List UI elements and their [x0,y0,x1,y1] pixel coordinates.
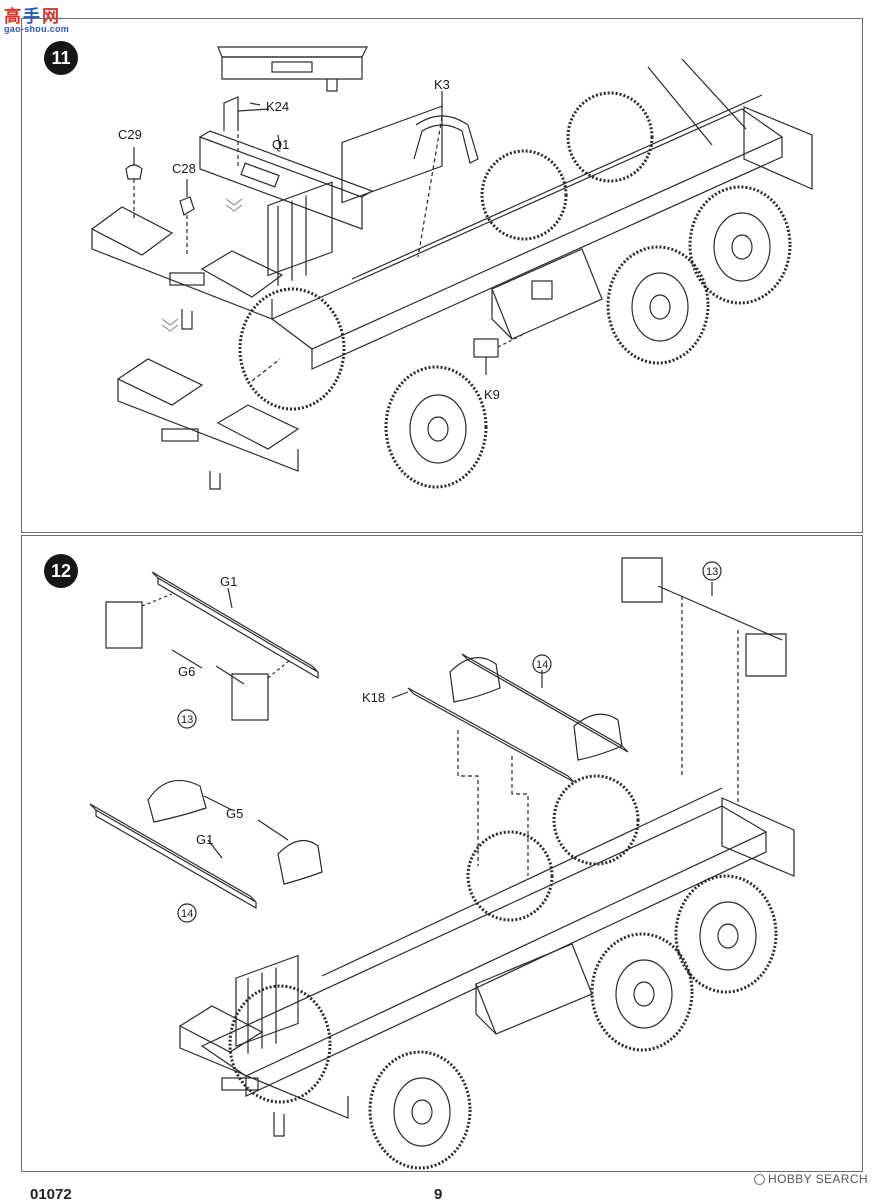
wheel-front-left [228,984,332,1104]
logo-url: gao-shou.com [4,24,70,34]
part-label-g5: G5 [226,806,243,821]
c29-clip [125,164,143,180]
c28-clip [179,196,195,216]
wheel-rear-2 [674,874,778,994]
logo-char-3: 网 [42,7,59,27]
subassembly-14-right [407,653,629,783]
chassis-frame [200,787,795,1097]
ref-circle-13-right [702,561,722,581]
ref-label-14-right: 14 [536,659,548,671]
part-label-g1-top: G1 [220,574,237,589]
part-label-c28: C28 [172,161,196,176]
step-number-badge: 12 [44,554,78,588]
wheel-front-right [384,365,488,489]
product-code: 01072 [30,1186,72,1203]
part-label-g1-bottom: G1 [196,832,213,847]
radiator-grille [235,954,299,1054]
ref-circle-14-right [532,654,552,674]
part-label-k3: K3 [434,77,450,92]
part-label-q1: Q1 [272,137,289,152]
wheel-rear-1 [606,245,710,365]
rear-bumper-part [217,46,368,92]
wheel-far-1 [466,830,554,922]
k9-box [473,338,499,358]
engine-block [341,105,443,204]
radiator-grille [267,181,333,287]
hobby-search-watermark: HOBBY SEARCH [754,1172,868,1186]
logo-char-1: 高 [4,7,21,27]
wheel-front-right [368,1050,472,1170]
page-number: 9 [434,1186,443,1203]
subassembly-14-left [89,779,323,910]
wheel-far-2 [566,91,654,183]
part-label-c29: C29 [118,127,142,142]
part-label-g6: G6 [178,664,195,679]
step-11-illustration: K24 K3 C29 Q1 C28 K9 [90,46,813,490]
ref-circle-13-left [177,709,197,729]
wheel-rear-2 [688,185,792,305]
step-12-panel: 12 [21,535,863,1172]
chassis-frame [270,58,813,370]
ref-label-14-left: 14 [181,908,193,920]
k3-bracket [413,115,479,164]
watermark-logo-icon [754,1173,766,1185]
fuel-tank [491,248,603,340]
fuel-tank [475,943,593,1035]
subassembly-13-right [621,557,787,677]
part-label-k24: K24 [266,99,289,114]
step-number-badge: 11 [44,41,78,75]
wheel-rear-1 [590,932,694,1052]
part-label-k18: K18 [362,690,385,705]
logo-char-2: 手 [23,7,40,27]
k24-bracket [223,96,239,131]
ref-label-13-right: 13 [706,566,718,578]
wheel-front-left [238,287,346,411]
front-bumper-upper [90,206,284,330]
watermark-text: HOBBY SEARCH [768,1172,868,1186]
part-label-k9: K9 [484,387,500,402]
wheel-far-1 [480,149,568,241]
ref-label-13-left: 13 [181,714,193,726]
step-11-panel: 11 [21,18,863,533]
ref-circle-14-left [177,903,197,923]
subassembly-13-left [105,571,319,721]
wheel-far-2 [552,774,640,866]
front-bumper-lower [116,358,300,490]
step-12-illustration: G1 G6 G5 G1 K18 13 14 13 14 [89,557,795,1170]
site-logo: 高 手 网 gao-shou.com [4,2,76,36]
